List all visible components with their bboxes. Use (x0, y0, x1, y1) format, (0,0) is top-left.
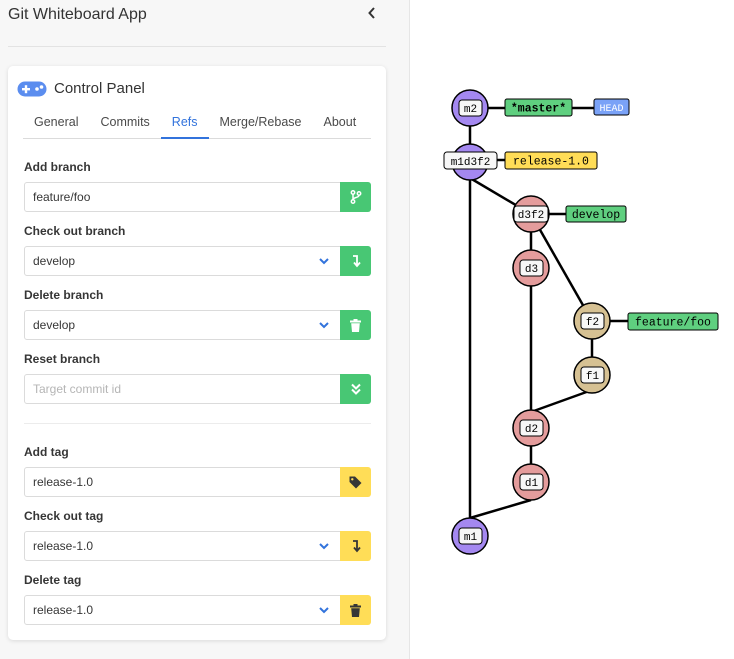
commit-id: d3f2 (518, 210, 544, 222)
trash-icon (350, 603, 361, 617)
checkout-branch-button[interactable] (340, 246, 371, 276)
ref-label: HEAD (599, 104, 623, 115)
commit-id: d1 (525, 478, 539, 490)
gamepad-icon (17, 81, 47, 96)
tab-general[interactable]: General (34, 115, 79, 129)
checkout-tag-button[interactable] (340, 531, 371, 561)
commit-node-m1d3f2[interactable]: m1d3f2 (443, 143, 498, 181)
ref-label: feature/foo (635, 317, 711, 330)
chevron-down-icon (319, 258, 329, 265)
checkout-branch-value: develop (33, 254, 76, 268)
commit-node-f1[interactable]: f1 (573, 356, 611, 394)
commit-node-d3[interactable]: d3 (512, 249, 550, 287)
checkout-tag-value: release-1.0 (33, 539, 94, 553)
edge-d1-m1 (469, 498, 532, 520)
ref-release[interactable]: release-1.0 (504, 151, 598, 170)
branch-icon (350, 190, 361, 204)
reset-branch-input[interactable] (24, 374, 341, 404)
checkout-arrow-icon (352, 540, 361, 553)
commit-id: f1 (586, 371, 600, 383)
edge-f1-d2 (530, 388, 593, 414)
control-panel: Control Panel General Commits Refs Merge… (8, 66, 386, 640)
tag-icon (349, 476, 362, 488)
commit-id: m1 (464, 532, 478, 544)
add-branch-label: Add branch (24, 160, 91, 174)
commit-id: d2 (525, 424, 538, 436)
sidebar: Git Whiteboard App Control Panel General… (8, 0, 410, 659)
commit-node-m1[interactable]: m1 (451, 517, 489, 555)
reset-branch-button[interactable] (340, 374, 371, 404)
delete-tag-button[interactable] (340, 595, 371, 625)
chevron-left-icon (368, 7, 375, 19)
reset-branch-label: Reset branch (24, 352, 101, 366)
panel-title: Control Panel (54, 80, 145, 97)
add-tag-input[interactable]: release-1.0 (24, 467, 341, 497)
double-chevron-down-icon (350, 383, 361, 395)
ref-label: develop (572, 209, 620, 222)
delete-branch-button[interactable] (340, 310, 371, 340)
add-branch-button[interactable] (340, 182, 371, 212)
tab-refs[interactable]: Refs (160, 112, 209, 139)
trash-icon (350, 318, 361, 332)
add-branch-value: feature/foo (33, 190, 91, 204)
delete-branch-label: Delete branch (24, 288, 104, 302)
checkout-arrow-icon (352, 255, 361, 268)
chevron-down-icon (319, 322, 329, 329)
checkout-tag-label: Check out tag (24, 509, 104, 523)
tab-commits[interactable]: Commits (100, 115, 150, 129)
ref-develop[interactable]: develop (565, 205, 627, 223)
checkout-branch-select[interactable]: develop (24, 246, 341, 276)
chevron-down-icon (319, 607, 329, 614)
commit-node-m2[interactable]: m2 (451, 89, 489, 127)
tab-bar: General Commits Refs Merge/Rebase About (23, 112, 371, 139)
delete-tag-value: release-1.0 (33, 603, 94, 617)
commit-node-d3f2[interactable]: d3f2 (512, 195, 550, 233)
delete-branch-value: develop (33, 318, 76, 332)
git-graph: m2 m1d3f2 d3f2 d3 f2 f1 d2 d1 m1 (443, 89, 719, 555)
tab-merge-rebase[interactable]: Merge/Rebase (219, 115, 302, 129)
commit-id: d3 (525, 264, 538, 276)
checkout-tag-select[interactable]: release-1.0 (24, 531, 341, 561)
ref-feature-foo[interactable]: feature/foo (627, 312, 719, 331)
panel-header: Control Panel (17, 80, 145, 97)
chevron-down-icon (319, 543, 329, 550)
divider (8, 46, 386, 47)
checkout-branch-label: Check out branch (24, 224, 126, 238)
delete-tag-select[interactable]: release-1.0 (24, 595, 341, 625)
ref-label: release-1.0 (513, 156, 589, 169)
add-tag-label: Add tag (24, 445, 69, 459)
commit-node-f2[interactable]: f2 (573, 302, 611, 340)
collapse-sidebar-button[interactable] (362, 3, 382, 23)
commit-node-d2[interactable]: d2 (512, 409, 550, 447)
add-tag-value: release-1.0 (33, 475, 94, 489)
app-title: Git Whiteboard App (8, 6, 147, 23)
ref-master[interactable]: *master* (504, 98, 573, 117)
commit-node-d1[interactable]: d1 (512, 463, 550, 501)
edge-d3f2-f2 (529, 213, 594, 322)
section-divider (24, 423, 371, 424)
delete-tag-label: Delete tag (24, 573, 82, 587)
commit-id: m2 (464, 104, 477, 116)
tab-about[interactable]: About (323, 115, 357, 129)
ref-label: *master* (511, 103, 566, 116)
add-branch-input[interactable]: feature/foo (24, 182, 341, 212)
ref-head[interactable]: HEAD (593, 98, 630, 116)
commit-id: f2 (586, 317, 599, 329)
add-tag-button[interactable] (340, 467, 371, 497)
delete-branch-select[interactable]: develop (24, 310, 341, 340)
commit-id: m1d3f2 (451, 157, 491, 169)
